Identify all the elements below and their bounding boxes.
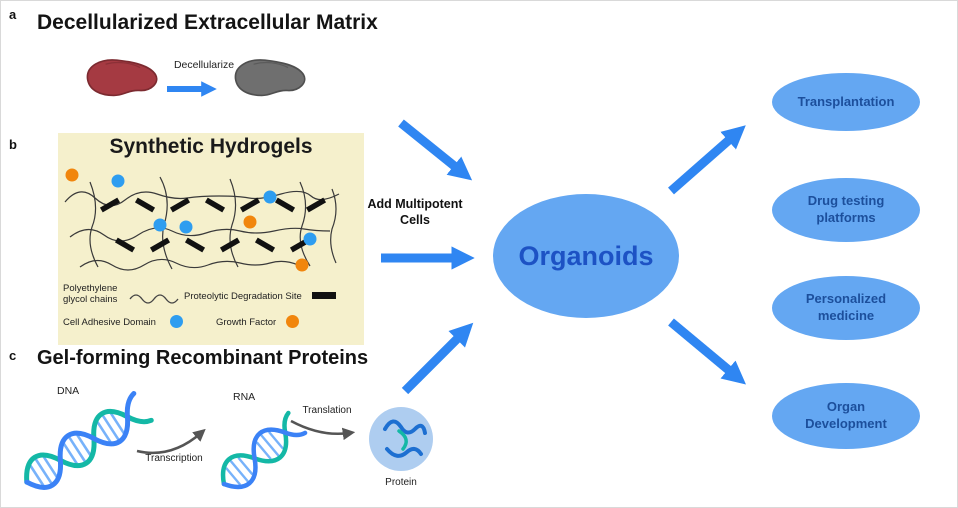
output-node-personalized-medicine: Personalized medicine — [772, 276, 920, 340]
protein-label: Protein — [385, 477, 417, 488]
panel-b-tag: b — [9, 137, 17, 152]
rna-helix-icon — [220, 410, 308, 490]
legend-degradation-label: Proteolytic Degradation Site — [184, 291, 302, 302]
panel-c-tag: c — [9, 348, 17, 363]
arrow-to-organ-development — [668, 318, 746, 385]
hydrogel-panel: Synthetic Hydrogels — [58, 133, 364, 345]
growth-factor-dots — [65, 168, 309, 272]
output-label: Personalized medicine — [805, 291, 887, 323]
red-liver-icon — [86, 59, 158, 97]
translation-label: Translation — [302, 405, 352, 416]
translation-arrow — [290, 419, 356, 441]
output-label: Organ Development — [805, 399, 887, 431]
legend-adhesive-label: Cell Adhesive Domain — [63, 317, 156, 328]
organoids-node: Organoids — [493, 194, 679, 318]
arrow-to-transplantation — [668, 125, 746, 195]
growth-factor-dot-icon — [286, 315, 299, 328]
arrow-a-to-organoids — [398, 119, 473, 181]
dna-helix-icon — [24, 391, 154, 490]
degradation-bar-icon — [312, 292, 336, 299]
legend-growth-label: Growth Factor — [216, 317, 277, 328]
dna-label: DNA — [57, 385, 80, 397]
cell-adhesive-dots — [111, 174, 317, 246]
panel-b-title: Synthetic Hydrogels — [109, 135, 313, 158]
protein-icon — [369, 407, 433, 471]
cell-adhesive-dot-icon — [170, 315, 183, 328]
peg-squiggle-icon — [129, 294, 179, 304]
output-label: Transplantation — [797, 93, 895, 109]
transcription-arrow — [136, 428, 206, 455]
panel-a-title: Decellularized Extracellular Matrix — [37, 11, 378, 34]
output-label: Drug testing platforms — [807, 193, 885, 225]
arrow-c-to-organoids — [401, 322, 474, 395]
hydrogel-network-art — [64, 168, 340, 272]
add-cells-label: Add Multipotent Cells — [367, 197, 463, 227]
decellularize-label: Decellularize — [173, 59, 235, 71]
gray-liver-icon — [234, 59, 306, 97]
output-node-organ-development: Organ Development — [772, 383, 920, 449]
output-node-drug-testing: Drug testing platforms — [772, 178, 920, 242]
output-node-transplantation: Transplantation — [772, 73, 920, 131]
organoids-label: Organoids — [518, 240, 654, 271]
transcription-label: Transcription — [145, 453, 203, 464]
panel-c-title: Gel-forming Recombinant Proteins — [37, 347, 369, 369]
rna-label: RNA — [233, 391, 256, 403]
panel-a-tag: a — [9, 7, 17, 22]
legend-peg-label: Polyethylene glycol chains — [63, 283, 118, 306]
